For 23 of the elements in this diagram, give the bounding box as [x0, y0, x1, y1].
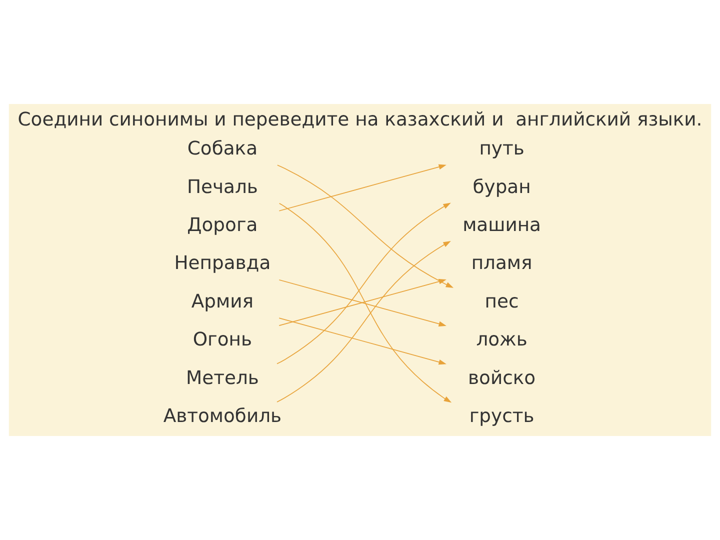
node-text: ложь	[476, 330, 528, 351]
diagram-title: Соедини синонимы и переведите на казахский и английский языки.	[18, 110, 702, 131]
arrow	[278, 164, 446, 212]
node-text: буран	[472, 176, 531, 198]
arrow	[276, 240, 451, 402]
node-text: Метель	[186, 368, 259, 389]
node-text: машина	[462, 215, 542, 236]
node-text: Дорога	[187, 215, 258, 236]
node-text: путь	[479, 138, 524, 160]
node-text: Армия	[191, 291, 254, 312]
arrow	[276, 202, 451, 364]
arrow	[278, 203, 452, 403]
node-text: Автомобиль	[163, 406, 282, 428]
node-text: Печаль	[186, 176, 258, 198]
node-text: пес	[484, 291, 519, 312]
node-text: грусть	[469, 406, 534, 428]
node-text: пламя	[471, 253, 532, 274]
arrow	[277, 164, 454, 288]
node-text: Огонь	[192, 330, 252, 351]
node-text: Неправда	[174, 253, 271, 274]
arrow	[278, 318, 446, 365]
node-text: Собака	[187, 138, 258, 160]
node-text: войско	[468, 368, 536, 389]
